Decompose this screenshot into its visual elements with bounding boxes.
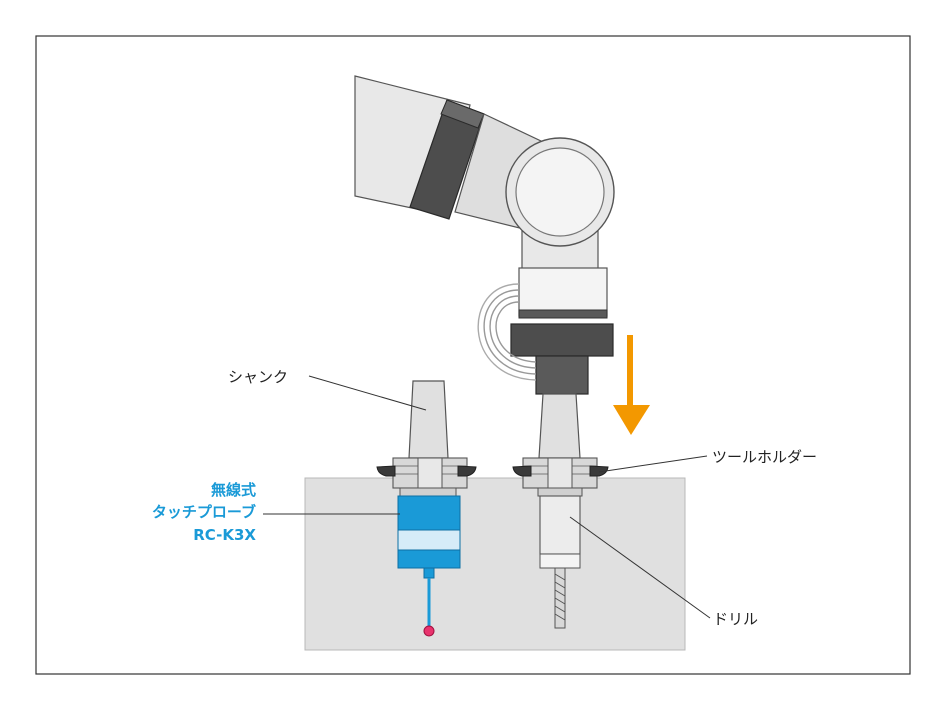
probe-label-line2: タッチプローブ: [152, 503, 256, 521]
probe-label-line1: 無線式: [211, 481, 256, 499]
probe-label-line3: RC-K3X: [193, 526, 256, 544]
work-surface: [304, 477, 686, 651]
drill-leader: [569, 516, 711, 619]
shank-label: シャンク: [228, 368, 288, 386]
probe-tip-ball: [423, 625, 435, 637]
robot-arm: [354, 75, 615, 395]
drill-assembly: [512, 393, 609, 629]
tool-holder-label: ツールホルダー: [712, 448, 817, 466]
tool-holder-leader: [598, 455, 708, 473]
touch-probe-assembly: [376, 380, 477, 637]
drill-label: ドリル: [713, 610, 758, 628]
shank-leader: [308, 375, 427, 411]
down-arrow-icon: [613, 335, 650, 435]
